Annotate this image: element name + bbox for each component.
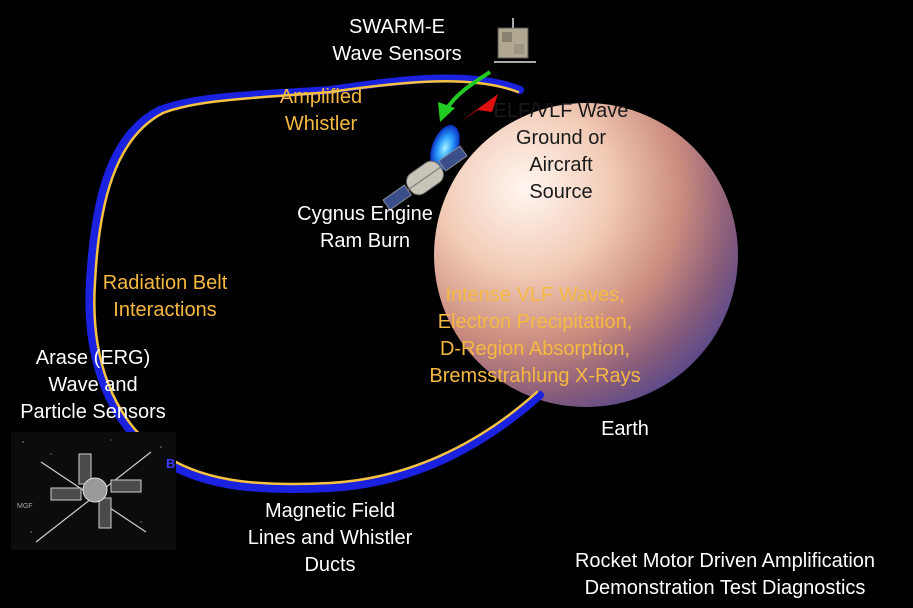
earth-label: Earth: [580, 416, 670, 443]
swarm-e-satellite-icon: [494, 18, 536, 63]
magnetic-field-label: Magnetic Field Lines and Whistler Ducts: [230, 498, 430, 579]
magnetic-field-line: [85, 74, 544, 494]
swarm-e-line-1: SWARM-E: [349, 16, 445, 38]
amplified-whistler-label: Amplified Whistler: [255, 84, 387, 138]
arase-label: Arase (ERG) Wave and Particle Sensors: [4, 345, 182, 426]
diagram-caption: Rocket Motor Driven Amplification Demons…: [540, 548, 910, 602]
cygnus-line-1: Cygnus Engine: [297, 203, 433, 225]
arase-satellite-icon: MGF B: [11, 432, 176, 550]
intense-vlf-line-4: Bremsstrahlung X-Rays: [429, 365, 641, 387]
radiation-belt-label: Radiation Belt Interactions: [85, 270, 245, 324]
elf-vlf-line-1: ELF/VLF Wave: [493, 100, 629, 122]
magnetic-field-line-3: Ducts: [304, 554, 356, 576]
green-arrowhead: [438, 102, 455, 122]
arase-line-1: Arase (ERG): [35, 347, 151, 369]
earth-sphere: [434, 103, 738, 407]
swarm-e-line-2: Wave Sensors: [332, 43, 462, 65]
magnetic-field-line-1: Magnetic Field: [264, 500, 396, 522]
intense-vlf-line-2: Electron Precipitation,: [437, 311, 633, 333]
cygnus-label: Cygnus Engine Ram Burn: [285, 201, 445, 255]
amplified-whistler-line-2: Whistler: [284, 113, 358, 135]
magnetic-field-line-2: Lines and Whistler: [247, 527, 413, 549]
radiation-belt-line-2: Interactions: [113, 299, 217, 321]
arase-line-3: Particle Sensors: [20, 401, 166, 423]
arase-photo-tag: MGF: [17, 503, 33, 510]
elf-vlf-source-label: ELF/VLF Wave Ground or Aircraft Source: [486, 98, 636, 206]
swarm-e-label: SWARM-E Wave Sensors: [332, 14, 462, 68]
cygnus-line-2: Ram Burn: [319, 230, 411, 252]
intense-vlf-line-1: Intense VLF Waves,: [445, 284, 625, 306]
elf-vlf-line-2: Ground or: [515, 127, 607, 149]
intense-vlf-line-3: D-Region Absorption,: [439, 338, 631, 360]
caption-line-1: Rocket Motor Driven Amplification: [574, 550, 876, 572]
elf-vlf-line-3: Aircraft: [529, 154, 593, 176]
caption-line-2: Demonstration Test Diagnostics: [584, 577, 866, 599]
cygnus-spacecraft-icon: [382, 145, 468, 211]
whistler-path: [93, 80, 539, 486]
elf-vlf-line-4: Source: [529, 181, 593, 203]
arase-erg-photo: MGF B: [11, 432, 176, 550]
amplified-whistler-line-1: Amplified: [279, 86, 363, 108]
red-arrow: [460, 94, 498, 122]
arase-line-2: Wave and: [48, 374, 138, 396]
earth-text: Earth: [601, 418, 649, 440]
arase-photo-b: B: [166, 456, 175, 471]
intense-vlf-label: Intense VLF Waves, Electron Precipitatio…: [405, 282, 665, 390]
radiation-belt-line-1: Radiation Belt: [102, 272, 228, 294]
